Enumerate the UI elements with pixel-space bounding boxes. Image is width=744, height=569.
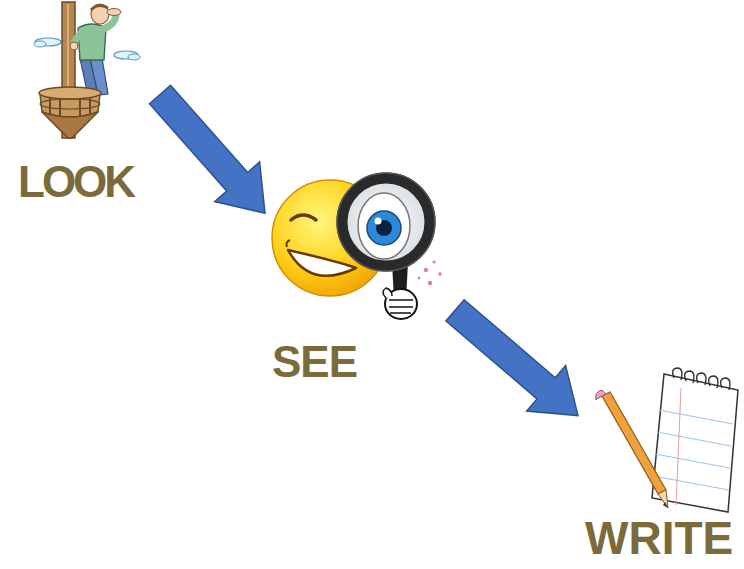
illustrated-step: SEE xyxy=(265,170,455,386)
step-label: LOOK xyxy=(18,160,133,204)
pencil-notepad xyxy=(596,368,738,512)
lookout-figure xyxy=(34,2,140,138)
illustrated-step: LOOK xyxy=(10,0,160,210)
block-arrow xyxy=(150,85,266,213)
block-arrow xyxy=(446,300,578,416)
illustrated-step: WRITE xyxy=(578,352,740,564)
step-label: SEE xyxy=(272,340,357,384)
step-label: WRITE xyxy=(585,515,733,561)
smiley-magnifier xyxy=(272,173,442,319)
